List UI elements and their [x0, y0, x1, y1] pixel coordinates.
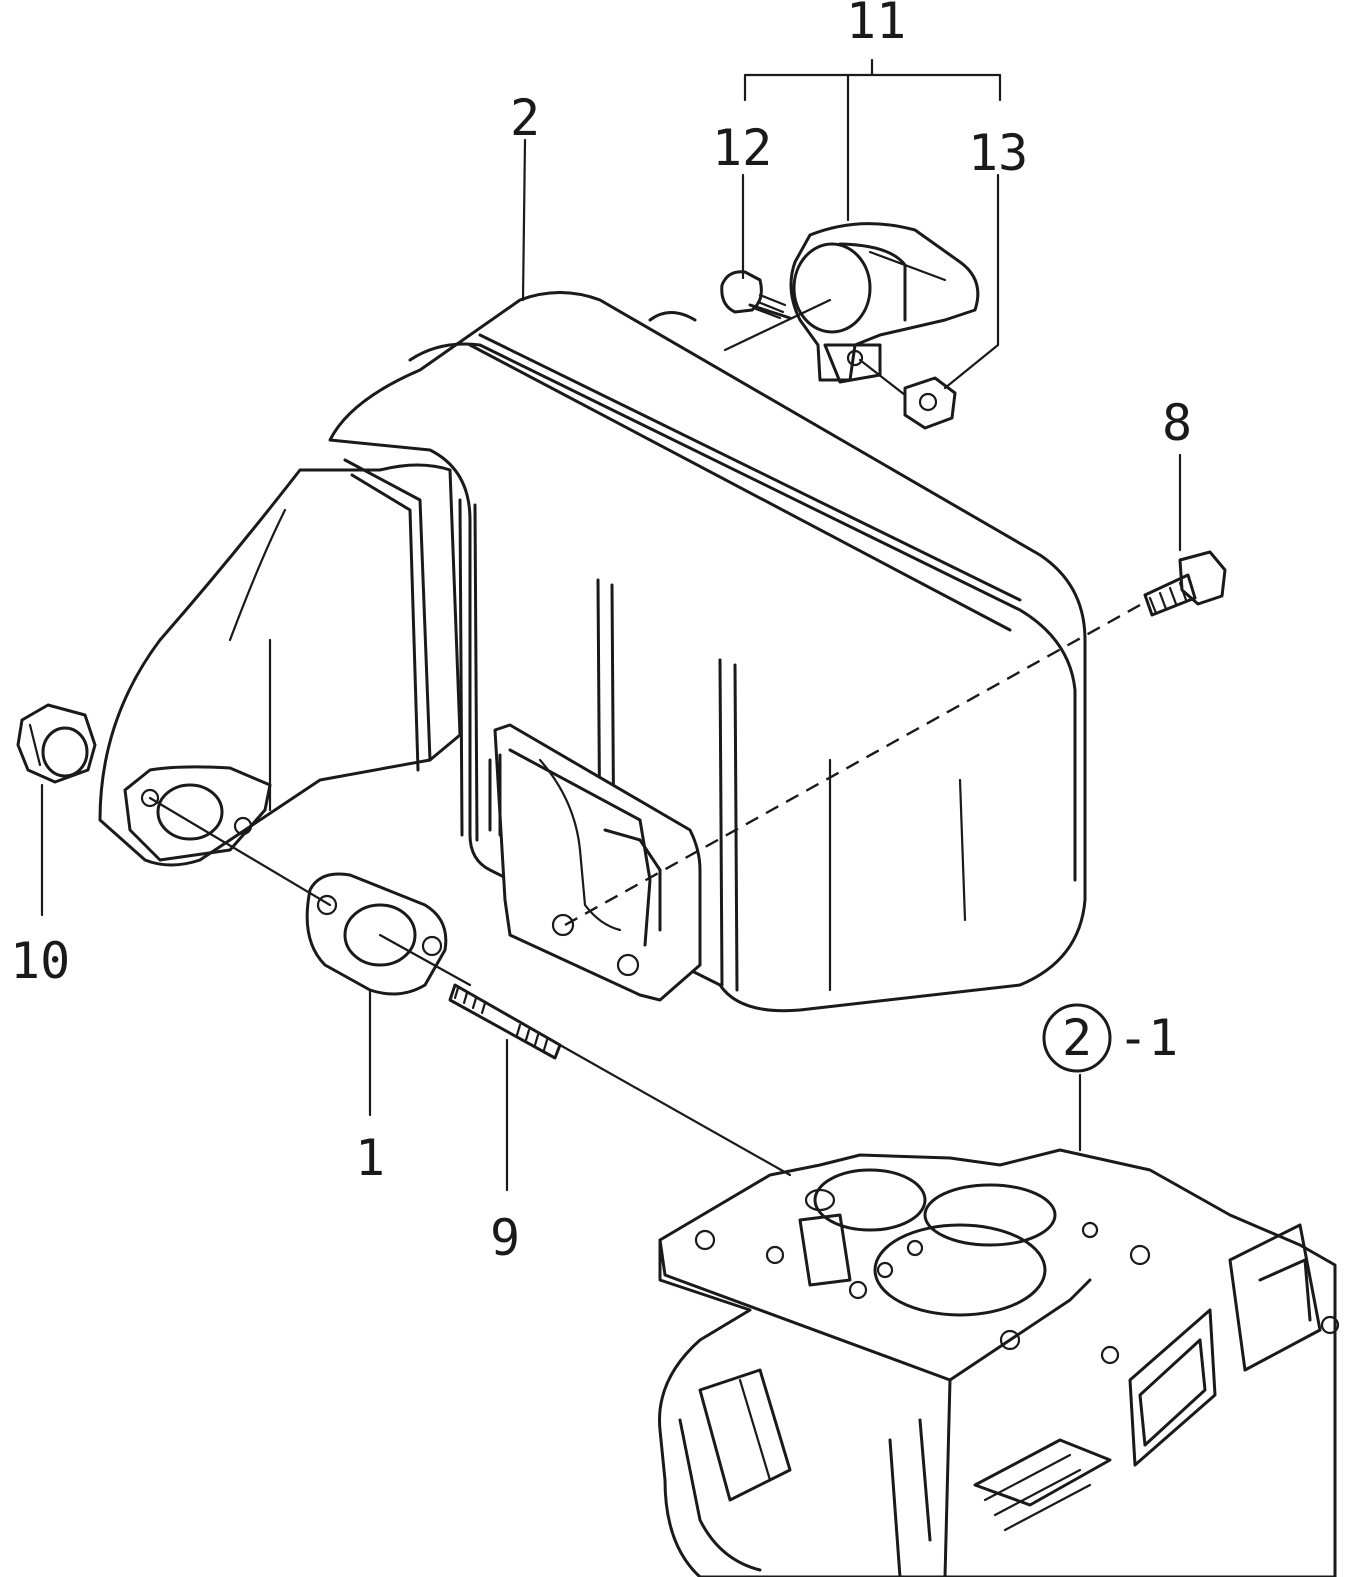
callout-10: 10	[10, 932, 70, 990]
guard-screw-part	[720, 270, 792, 320]
stud-part	[448, 983, 562, 1060]
callout-labels: 11 12 13 2 8 10 1 9 2 -1	[10, 0, 1192, 1267]
callout-9: 9	[490, 1209, 520, 1267]
callout-12: 12	[712, 119, 772, 177]
cylinder-head-part	[658, 1148, 1340, 1577]
callout-suffix-1: -1	[1118, 1009, 1178, 1067]
exhaust-guard-part	[789, 222, 980, 384]
muffler-part	[98, 291, 1087, 1013]
callout-13: 13	[968, 124, 1028, 182]
callout-leaders	[40, 58, 1182, 1192]
gasket-part	[305, 872, 448, 996]
cylinder-head-callout-circle	[1042, 1003, 1112, 1073]
assembly-lines	[148, 298, 1141, 1177]
nut-part	[16, 703, 97, 784]
callout-2: 2	[510, 89, 540, 147]
guard-nut-part	[903, 376, 957, 430]
callout-8: 8	[1162, 394, 1192, 452]
callout-11: 11	[846, 0, 906, 50]
callout-1: 1	[355, 1129, 385, 1187]
callout-2-circled: 2	[1062, 1009, 1092, 1067]
bolt-part	[1143, 550, 1227, 617]
